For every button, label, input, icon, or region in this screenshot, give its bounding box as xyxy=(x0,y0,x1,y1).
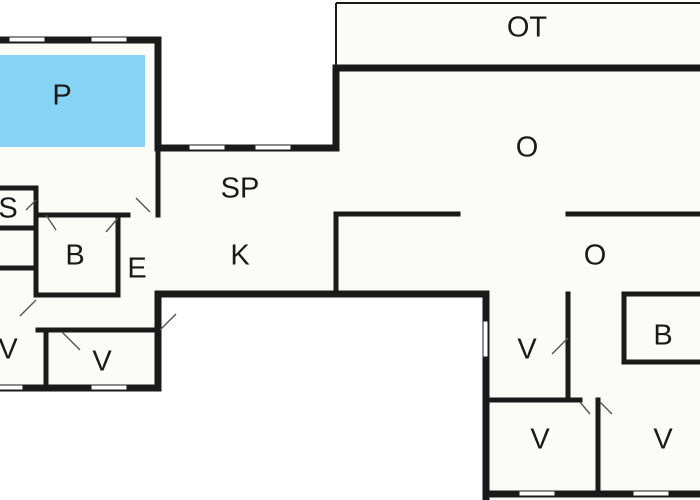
room-label-sp: SP xyxy=(221,173,260,205)
room-label-sauna: S xyxy=(0,193,18,225)
room-label-living-lower: O xyxy=(584,240,607,272)
room-label-pool: P xyxy=(52,80,71,112)
room-label-kitchen: K xyxy=(230,240,250,272)
room-label-entrance: E xyxy=(127,253,146,285)
wall-left-top xyxy=(0,36,162,152)
pool xyxy=(0,55,145,147)
room-label-bedroom-left-1: V xyxy=(0,334,18,366)
room-label-bedroom-right-2: V xyxy=(530,424,550,456)
room-label-bedroom-left-2: V xyxy=(92,346,112,378)
terrace-outline xyxy=(335,2,700,68)
window xyxy=(91,385,127,390)
room-label-bedroom-right-1: V xyxy=(517,334,537,366)
room-labels: P S B E V V SP K OT O O V B V V xyxy=(0,12,673,456)
windows xyxy=(0,37,669,496)
window xyxy=(9,37,45,42)
window xyxy=(91,37,127,42)
room-label-terrace: OT xyxy=(507,12,548,44)
window xyxy=(633,491,669,496)
window xyxy=(0,385,23,390)
room-label-bedroom-right-3: V xyxy=(653,424,673,456)
interior-walls xyxy=(0,145,700,497)
room-label-bath-right: B xyxy=(653,320,672,352)
right-wing-floor xyxy=(486,294,700,500)
room-label-living-upper: O xyxy=(516,132,539,164)
doors xyxy=(19,197,613,415)
window xyxy=(519,491,555,496)
window xyxy=(189,145,225,150)
room-label-bath-left: B xyxy=(65,240,84,272)
kitchen-floor xyxy=(158,148,336,294)
living-floor xyxy=(336,4,700,294)
window xyxy=(483,321,488,357)
window xyxy=(255,145,291,150)
